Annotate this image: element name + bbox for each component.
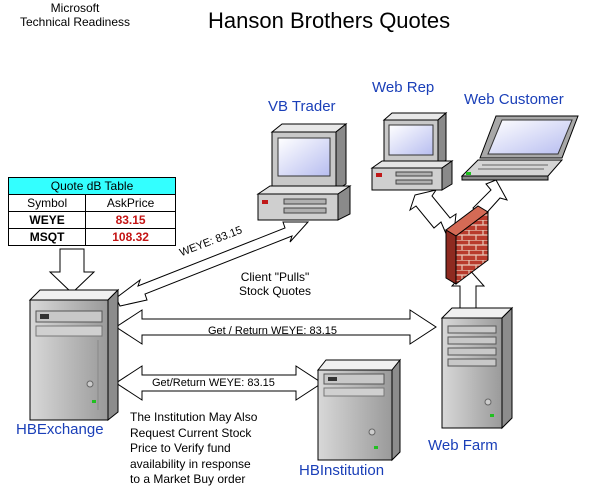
note-line: The Institution May Also <box>130 410 258 424</box>
label-webfarm-flow: Get / Return WEYE: 83.15 <box>208 325 338 337</box>
label-client-pulls-line2: Stock Quotes <box>238 284 312 298</box>
vb-trader-computer-icon <box>256 122 352 221</box>
note-line: availability in response <box>130 456 251 471</box>
label-client-pulls: Client "Pulls" Stock Quotes <box>230 270 320 298</box>
quote-table-title: Quote dB Table <box>8 177 176 195</box>
column-header-symbol: Symbol <box>7 194 87 212</box>
table-row: MSQT 108.32 <box>7 228 176 246</box>
column-header-askprice: AskPrice <box>85 194 176 212</box>
symbol-cell: MSQT <box>7 228 87 246</box>
hbinstitution-server-icon <box>316 358 402 462</box>
label-web-farm: Web Farm <box>428 437 498 454</box>
web-rep-computer-icon <box>370 111 454 191</box>
label-institution-flow: Get/Return WEYE: 83.15 <box>152 377 275 389</box>
institution-note: The Institution May Also Request Current… <box>130 410 257 488</box>
firewall-icon <box>445 205 489 285</box>
label-client-pulls-line1: Client "Pulls" <box>240 270 310 284</box>
corp-label-line1: Microsoft <box>50 1 100 15</box>
note-line: Request Current Stock <box>130 425 252 440</box>
label-hbinstitution: HBInstitution <box>299 462 385 479</box>
webfarm-server-icon <box>440 306 514 430</box>
price-cell: 83.15 <box>85 211 176 229</box>
quote-db-table: Quote dB Table Symbol AskPrice WEYE 83.1… <box>7 177 176 246</box>
note-line: Price to Verify fund <box>130 441 231 455</box>
quote-table-title-row: Quote dB Table <box>8 177 176 195</box>
arrow-exchange-vb-trader <box>115 221 310 307</box>
quote-table-header-row: Symbol AskPrice <box>7 194 176 212</box>
label-vb-trader: VB Trader <box>268 98 336 115</box>
page-title: Hanson Brothers Quotes <box>208 8 451 33</box>
price-cell: 108.32 <box>85 228 176 246</box>
arrow-exchange-webfarm <box>115 309 437 345</box>
hbexchange-server-icon <box>28 288 120 422</box>
label-web-customer: Web Customer <box>464 91 564 108</box>
corp-label: Microsoft Technical Readiness <box>10 1 140 29</box>
corp-label-line2: Technical Readiness <box>19 15 131 29</box>
label-hbexchange: HBExchange <box>16 421 104 438</box>
table-row: WEYE 83.15 <box>7 211 176 229</box>
web-customer-laptop-icon <box>460 115 579 181</box>
symbol-cell: WEYE <box>7 211 87 229</box>
note-line: to a Market Buy order <box>130 472 246 486</box>
arrow-table-to-exchange <box>48 248 96 294</box>
label-web-rep: Web Rep <box>372 79 435 96</box>
